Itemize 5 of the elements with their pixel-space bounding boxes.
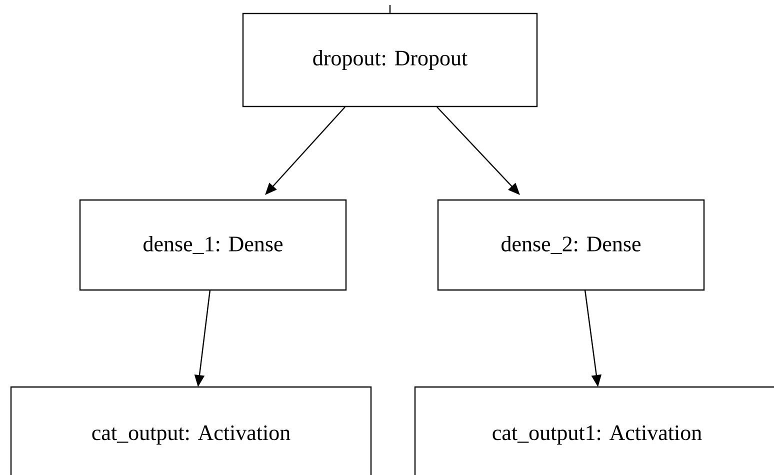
layer-box: cat_output: Activation: [10, 386, 372, 475]
layer-box: dropout: Dropout: [242, 12, 538, 108]
layer-box: dense_1: Dense: [79, 199, 347, 291]
layer-box: cat_output1: Activation: [414, 386, 774, 475]
layer-box: dense_2: Dense: [437, 199, 705, 291]
